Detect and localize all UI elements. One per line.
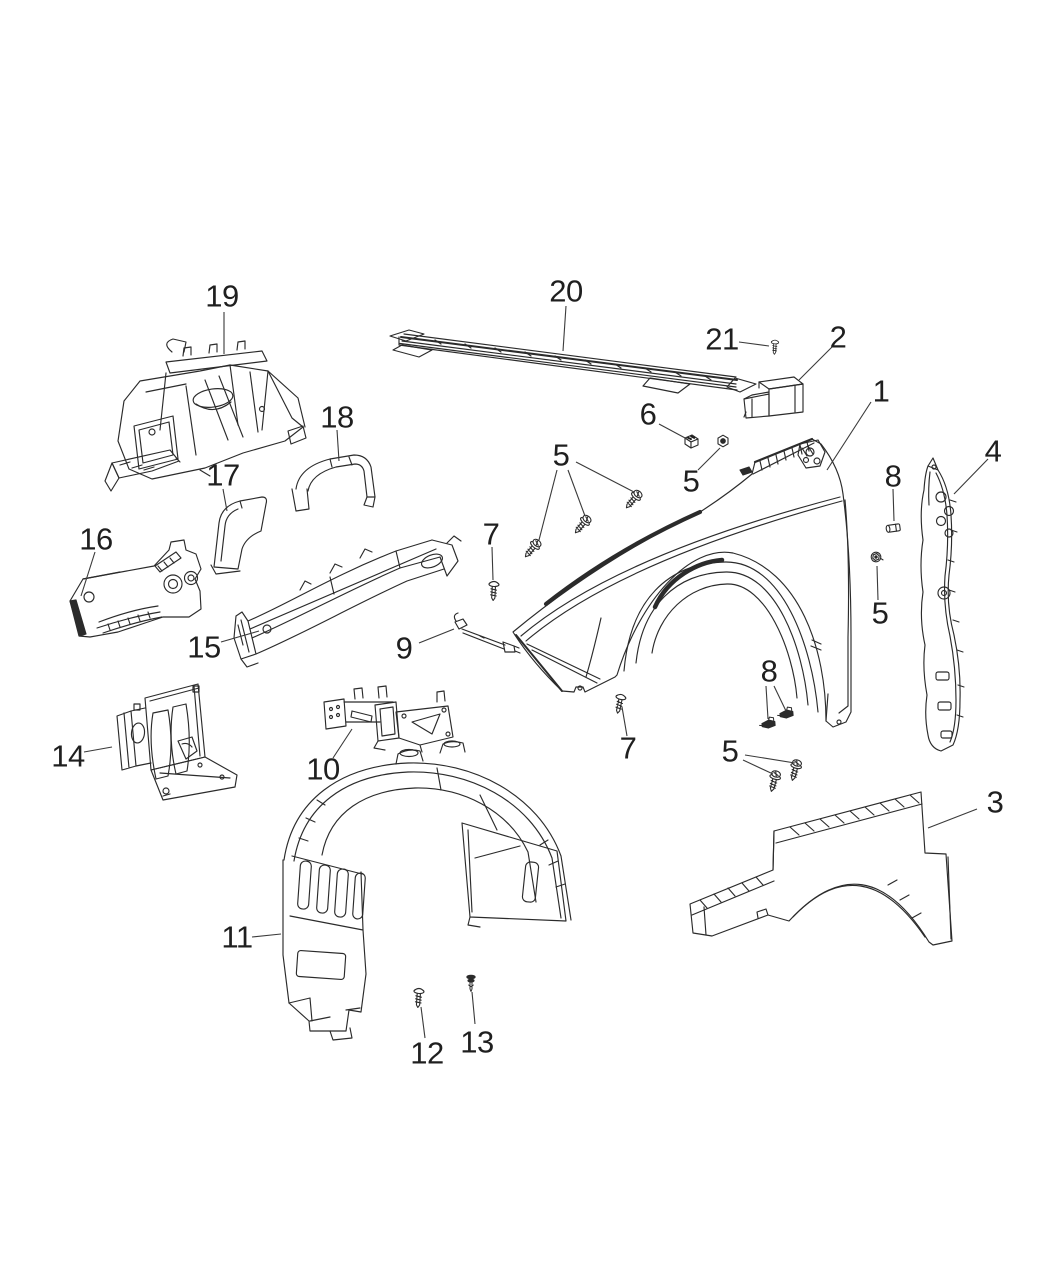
part-19-drawing	[104, 338, 307, 492]
leader-line-3	[927, 808, 978, 829]
leader-line-8a	[892, 488, 895, 522]
part-10-drawing	[323, 685, 454, 753]
nut-icon	[717, 434, 885, 564]
leader-line-14	[83, 746, 113, 753]
leader-line-5d	[742, 759, 774, 775]
leader-line-12	[420, 1006, 426, 1039]
leader-line-11	[251, 933, 282, 938]
leader-line-1	[826, 401, 872, 471]
part-9-drawing	[453, 612, 521, 654]
part-20-drawing	[389, 329, 757, 394]
push-pin-icon	[466, 974, 476, 993]
leader-line-17	[222, 488, 228, 512]
leader-line-5b	[538, 469, 558, 541]
leader-line-7b	[621, 706, 628, 737]
part-16-drawing	[69, 539, 202, 638]
leader-line-9	[418, 628, 455, 644]
leader-line-5b	[567, 469, 586, 517]
leader-line-5b	[575, 461, 635, 493]
leader-line-2	[798, 346, 833, 381]
leader-line-13	[471, 991, 476, 1025]
part-17-drawing	[210, 496, 268, 575]
screw-icon	[520, 487, 804, 794]
part-2-drawing	[743, 376, 804, 419]
leader-line-8b	[773, 685, 787, 712]
leader-line-18	[336, 429, 340, 462]
leader-line-7a	[491, 546, 494, 581]
leader-line-8b	[765, 685, 769, 720]
part-3-drawing	[689, 791, 953, 946]
leader-line-21	[738, 341, 770, 347]
clip-icon	[684, 434, 902, 730]
part-15-drawing	[233, 535, 462, 668]
part-14-drawing	[116, 683, 238, 801]
leader-line-5d	[744, 754, 796, 764]
leader-line-6	[658, 423, 688, 440]
leader-line-5c	[876, 565, 879, 601]
part-1-drawing	[512, 437, 852, 728]
leader-line-20	[562, 305, 567, 352]
part-11-drawing	[282, 740, 572, 1041]
leader-line-15	[220, 630, 260, 643]
leader-line-16	[80, 551, 96, 597]
leader-line-5a	[697, 447, 721, 471]
part-21-drawing	[770, 339, 780, 355]
part-18-drawing	[291, 454, 376, 512]
part-4-drawing	[920, 457, 965, 752]
leader-line-10	[332, 728, 353, 759]
leader-line-4	[953, 458, 989, 495]
